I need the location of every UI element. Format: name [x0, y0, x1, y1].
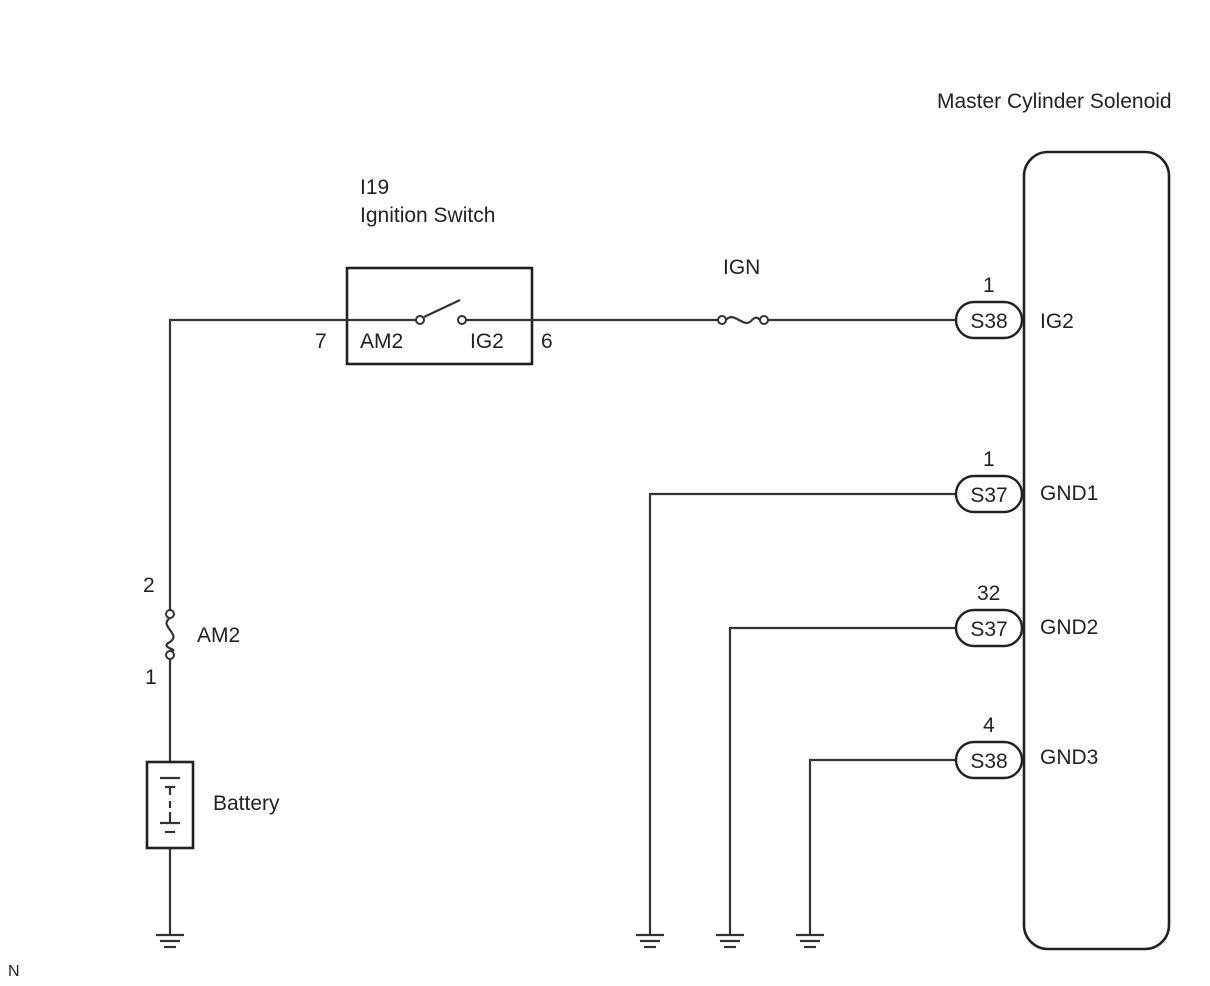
am2-fuse-top-pin: 2: [143, 574, 155, 597]
switch-terminal-ig2: IG2: [470, 330, 504, 353]
connector-ig2: 1 S38 IG2: [954, 274, 1074, 340]
connector-ig2-pin: 1: [983, 274, 995, 297]
connector-gnd3-shell: [954, 740, 1024, 780]
switch-pin-out: 6: [541, 330, 553, 353]
ecu-title: Master Cylinder Solenoid: [937, 90, 1172, 113]
battery-label: Battery: [213, 792, 280, 815]
connector-gnd2-terminal: GND2: [1040, 616, 1098, 639]
ground-symbol-gnd2: [716, 933, 744, 949]
connector-gnd1-pin: 1: [983, 448, 995, 471]
switch-terminal-am2: AM2: [360, 330, 403, 353]
connector-gnd3: 4 S38 GND3: [954, 714, 1098, 780]
am2-fuse: 2 1 AM2: [143, 574, 240, 689]
ignition-switch-box: [345, 266, 534, 366]
connector-gnd1: 1 S37 GND1: [954, 448, 1098, 514]
connector-gnd2-shell: [954, 608, 1024, 648]
wire-gnd1-to-ground: [648, 492, 956, 934]
ign-fuse-right-terminal: [759, 315, 769, 325]
ignition-switch-code: I19: [360, 176, 389, 199]
connector-gnd3-terminal: GND3: [1040, 746, 1098, 769]
connector-gnd1-shell: [954, 474, 1024, 514]
master-cylinder-solenoid-box: [1022, 150, 1171, 951]
ign-fuse: IGN: [717, 256, 769, 325]
connector-gnd1-id: S37: [970, 484, 1007, 507]
switch-contact-am2: [415, 315, 425, 325]
connector-gnd2-pin: 32: [977, 582, 1000, 605]
wire-gnd2-to-ground: [728, 626, 956, 934]
connector-gnd3-id: S38: [970, 750, 1007, 773]
wire-switch-to-am2-fuse: [168, 318, 347, 611]
am2-fuse-bottom-pin: 1: [145, 666, 157, 689]
connector-gnd2: 32 S37 GND2: [954, 582, 1098, 648]
am2-fuse-label: AM2: [197, 624, 240, 647]
wire-gnd3-to-ground: [808, 758, 956, 934]
switch-contact-ig2: [457, 315, 467, 325]
ground-symbol-gnd1: [636, 933, 664, 949]
footer-code: N: [8, 963, 20, 980]
am2-fuse-bottom-terminal: [165, 650, 175, 660]
battery: Battery: [145, 760, 280, 850]
connector-ig2-terminal: IG2: [1040, 310, 1074, 333]
ignition-switch: I19 Ignition Switch AM2 IG2 7 6: [315, 176, 553, 366]
connector-ig2-id: S38: [970, 310, 1007, 333]
ground-symbol-gnd3: [796, 933, 824, 949]
ign-fuse-label: IGN: [723, 256, 760, 279]
am2-fuse-element: [165, 617, 175, 653]
ign-fuse-element: [725, 316, 761, 324]
connector-ig2-shell: [954, 300, 1024, 340]
ground-symbol-battery: [156, 933, 184, 949]
am2-fuse-top-terminal: [165, 609, 175, 619]
ignition-switch-name: Ignition Switch: [360, 204, 495, 227]
connector-gnd2-id: S37: [970, 618, 1007, 641]
ign-fuse-left-terminal: [717, 315, 727, 325]
switch-blade: [423, 299, 461, 318]
switch-pin-in: 7: [315, 330, 327, 353]
connector-gnd1-terminal: GND1: [1040, 482, 1098, 505]
connector-gnd3-pin: 4: [983, 714, 995, 737]
